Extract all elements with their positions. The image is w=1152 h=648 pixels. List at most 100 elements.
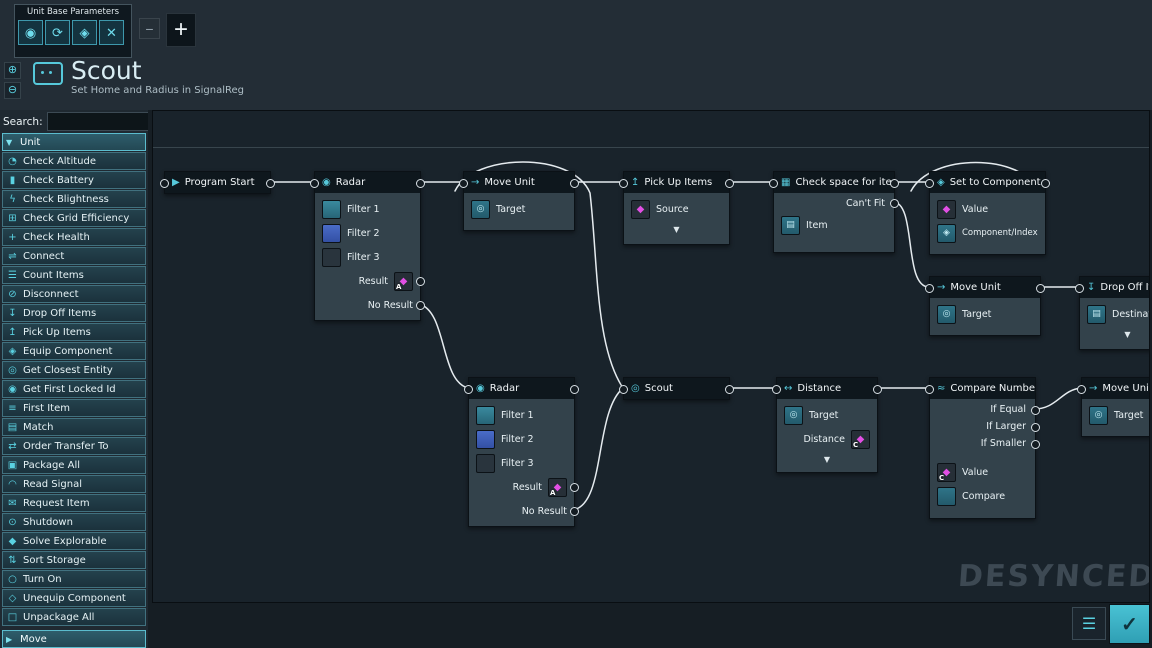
sidebar-item-package-all[interactable]: ▣Package All [2, 456, 146, 474]
sidebar-item-turn-on[interactable]: ○Turn On [2, 570, 146, 588]
param-slot-3-button[interactable]: ◈ [72, 20, 97, 45]
node-program-start[interactable]: ▶Program Start [160, 171, 275, 194]
sidebar-item-check-altitude[interactable]: ◔Check Altitude [2, 152, 146, 170]
filter-2-slot[interactable] [322, 223, 341, 243]
filter-1-slot[interactable] [322, 199, 341, 219]
dropdown-arrow-icon[interactable]: ▼ [673, 224, 680, 234]
sidebar-item-request-item[interactable]: ✉Request Item [2, 494, 146, 512]
zoom-in-button[interactable]: ⊕ [4, 62, 21, 79]
node-pick-up-items[interactable]: ↥Pick Up Items ◆Source ▼ [619, 171, 734, 245]
sidebar-item-unpackage-all[interactable]: □Unpackage All [2, 608, 146, 626]
exec-out-port[interactable] [1041, 179, 1050, 188]
filter-3-slot[interactable] [476, 453, 495, 473]
exec-in-port[interactable] [772, 385, 781, 394]
sidebar-item-pick-up-items[interactable]: ↥Pick Up Items [2, 323, 146, 341]
remove-parameter-button[interactable]: − [139, 18, 160, 39]
no-result-port[interactable] [416, 301, 425, 310]
filter-3-slot[interactable] [322, 247, 341, 267]
sidebar-item-count-items[interactable]: ☰Count Items [2, 266, 146, 284]
sidebar-item-check-health[interactable]: +Check Health [2, 228, 146, 246]
dropdown-arrow-icon[interactable]: ▼ [823, 454, 831, 464]
result-port[interactable] [570, 483, 579, 492]
node-move-unit-1[interactable]: →Move Unit ◎Target [459, 171, 579, 231]
target-slot[interactable]: ◎ [471, 199, 490, 219]
if-larger-port[interactable] [1031, 423, 1040, 432]
node-graph-canvas[interactable]: ▶Program Start Radar◉Radar Filter 1 Filt… [152, 110, 1150, 603]
sidebar-item-drop-off-items[interactable]: ↧Drop Off Items [2, 304, 146, 322]
node-drop-off-item[interactable]: ↧Drop Off Item ▤Destination ▼ [1075, 276, 1149, 350]
exec-out-port[interactable] [1036, 284, 1045, 293]
sidebar-item-solve-explorable[interactable]: ◆Solve Explorable [2, 532, 146, 550]
sidebar-item-match[interactable]: ▤Match [2, 418, 146, 436]
sidebar-item-unequip-component[interactable]: ◇Unequip Component [2, 589, 146, 607]
sidebar-item-read-signal[interactable]: ◠Read Signal [2, 475, 146, 493]
result-slot[interactable]: ◆A [394, 271, 413, 291]
search-input[interactable] [46, 112, 148, 131]
sidebar-item-sort-storage[interactable]: ⇅Sort Storage [2, 551, 146, 569]
exec-out-port[interactable] [570, 179, 579, 188]
value-slot[interactable]: ◆C [937, 462, 956, 482]
target-slot[interactable]: ◎ [937, 304, 956, 324]
value-slot[interactable]: ◆ [937, 199, 956, 219]
node-check-space-for-item[interactable]: ▦Check space for item Can't Fit ▤Item [769, 171, 899, 253]
sidebar-item-order-transfer-to[interactable]: ⇄Order Transfer To [2, 437, 146, 455]
exec-in-port[interactable] [925, 385, 934, 394]
node-move-unit-2[interactable]: →Move Unit ◎Target [925, 276, 1045, 336]
item-slot[interactable]: ▤ [781, 215, 800, 235]
exec-out-port[interactable] [416, 179, 425, 188]
exec-out-port[interactable] [570, 385, 579, 394]
target-slot[interactable]: ◎ [784, 405, 803, 425]
node-radar-2[interactable]: ◉Radar Filter 1 Filter 2 Filter 3 Result… [464, 377, 579, 527]
confirm-button[interactable]: ✓ [1109, 604, 1150, 644]
component-slot[interactable]: ◈ [937, 223, 956, 243]
node-set-to-component[interactable]: ◈Set to Component ◆Value ◈Component/Inde… [925, 171, 1050, 255]
no-result-port[interactable] [570, 507, 579, 516]
node-compare-number[interactable]: ≈Compare Number If Equal If Larger If Sm… [925, 377, 1040, 519]
exec-in-port[interactable] [310, 179, 319, 188]
node-distance[interactable]: ↔Distance ◎Target Distance◆C ▼ [772, 377, 882, 473]
exec-in-port[interactable] [1077, 385, 1086, 394]
exec-in-port[interactable] [619, 179, 628, 188]
destination-slot[interactable]: ▤ [1087, 304, 1106, 324]
filter-1-slot[interactable] [476, 405, 495, 425]
dropdown-arrow-icon[interactable]: ▼ [1124, 329, 1131, 339]
target-slot[interactable]: ◎ [1089, 405, 1108, 425]
exec-in-port[interactable] [459, 179, 468, 188]
filter-2-slot[interactable] [476, 429, 495, 449]
result-slot[interactable]: ◆A [548, 477, 567, 497]
if-equal-port[interactable] [1031, 406, 1040, 415]
distance-slot[interactable]: ◆C [851, 429, 870, 449]
exec-out-port[interactable] [890, 179, 899, 188]
exec-out-port[interactable] [873, 385, 882, 394]
sidebar-section-unit[interactable]: ▼ Unit [2, 133, 146, 151]
compare-slot[interactable] [937, 486, 956, 506]
sidebar-item-get-closest-entity[interactable]: ◎Get Closest Entity [2, 361, 146, 379]
sidebar-item-disconnect[interactable]: ⊘Disconnect [2, 285, 146, 303]
param-slot-1-button[interactable]: ◉ [18, 20, 43, 45]
sidebar-item-check-battery[interactable]: ▮Check Battery [2, 171, 146, 189]
exec-in-port[interactable] [925, 284, 934, 293]
sidebar-item-connect[interactable]: ⇌Connect [2, 247, 146, 265]
sidebar-item-equip-component[interactable]: ◈Equip Component [2, 342, 146, 360]
exec-in-port[interactable] [769, 179, 778, 188]
node-scout[interactable]: ◎Scout [619, 377, 734, 400]
exec-out-port[interactable] [725, 385, 734, 394]
exec-in-port[interactable] [160, 179, 169, 188]
exec-in-port[interactable] [464, 385, 473, 394]
param-slot-4-button[interactable]: ✕ [99, 20, 124, 45]
cant-fit-port[interactable] [890, 199, 899, 208]
if-smaller-port[interactable] [1031, 440, 1040, 449]
exec-in-port[interactable] [925, 179, 934, 188]
result-port[interactable] [416, 277, 425, 286]
exec-out-port[interactable] [725, 179, 734, 188]
exec-in-port[interactable] [619, 385, 628, 394]
sidebar-item-shutdown[interactable]: ⊙Shutdown [2, 513, 146, 531]
sidebar-item-first-item[interactable]: ≡First Item [2, 399, 146, 417]
add-parameter-button[interactable]: + [166, 13, 196, 47]
param-slot-2-button[interactable]: ⟳ [45, 20, 70, 45]
behavior-list-button[interactable]: ☰ [1072, 607, 1106, 640]
zoom-out-button[interactable]: ⊖ [4, 82, 21, 99]
sidebar-item-get-first-locked-id[interactable]: ◉Get First Locked Id [2, 380, 146, 398]
source-slot[interactable]: ◆ [631, 199, 650, 219]
